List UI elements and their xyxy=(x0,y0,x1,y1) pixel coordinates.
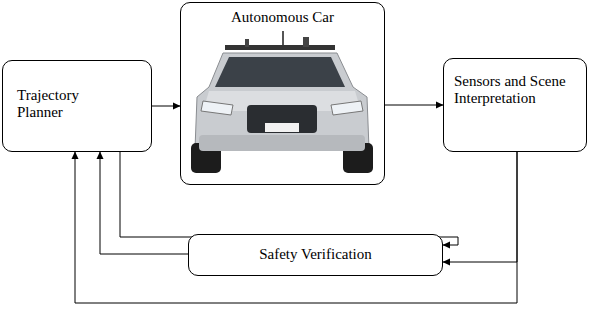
node-label: Sensors and Scene Interpretation xyxy=(454,73,578,107)
sensor-box: Sensors and Scene Interpretation xyxy=(443,58,587,152)
planner-box: Trajectory Planner xyxy=(2,60,152,152)
car-illustration xyxy=(185,31,381,181)
flow-arrow xyxy=(100,152,188,254)
vehicle-box: Autonomous Car xyxy=(180,2,385,185)
verification-box: Safety Verification xyxy=(188,234,443,276)
node-label: Autonomous Car xyxy=(181,9,384,26)
node-label: Trajectory Planner xyxy=(17,87,95,121)
flow-arrow xyxy=(152,106,180,107)
flow-arrow xyxy=(385,105,443,106)
node-label: Safety Verification xyxy=(189,246,442,263)
